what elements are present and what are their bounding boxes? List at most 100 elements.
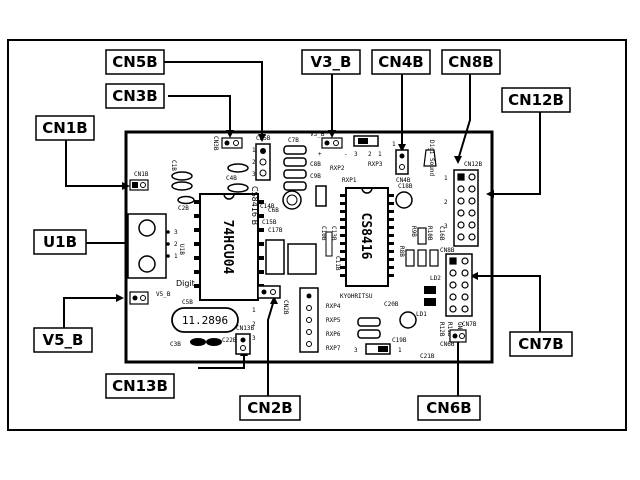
c21b-silk: C21B <box>420 353 435 360</box>
c22b-silk: C22B <box>222 337 237 344</box>
callout-cn12b-text: CN12B <box>508 91 564 109</box>
callout-cn13b: CN13B <box>105 373 175 399</box>
brand-side-label: CS8416 B <box>250 186 259 225</box>
gnd-silk: GND <box>456 322 463 333</box>
cn12b-pin2: 2 <box>444 199 448 206</box>
cap-c18b: C18B <box>395 183 413 209</box>
callout-cn6b: CN6B <box>417 395 481 421</box>
r12b-silk: R12B <box>438 322 445 337</box>
resistor-column: R8B R9B R10B C16B LD2 LD1 R12B R11B GND <box>398 226 463 337</box>
arrow-cn12b <box>486 190 494 198</box>
leader-cn7b <box>476 275 541 332</box>
callout-cn12b: CN12B <box>501 87 571 113</box>
leader-cn2b <box>267 299 275 396</box>
cn13b-silk: CN13B <box>236 325 254 332</box>
resistor-c10b <box>315 185 327 207</box>
cn7b-pins <box>449 257 469 313</box>
outer-frame <box>7 39 627 431</box>
caps-c7-c9: C7B C8B C9B <box>283 137 321 191</box>
speaker-icon: Digi Sound <box>423 140 437 177</box>
leader-v5b <box>63 297 120 330</box>
r10b-silk: R10B <box>426 226 433 241</box>
leader-cn12b <box>492 112 541 195</box>
u1b-pin2: 2 <box>174 241 178 248</box>
callout-cn3b: CN3B <box>105 83 165 109</box>
callout-cn3b-text: CN3B <box>112 87 157 105</box>
c18b-silk: C18B <box>398 183 413 190</box>
rxp-strip: RXP4 RXP5 RXP6 RXP7 <box>299 287 341 353</box>
arrow-cn5b <box>258 134 266 142</box>
crystal-label: 11.2896 <box>182 314 228 327</box>
cn4b-header: CN4B 1 <box>392 141 411 184</box>
digit-label: Digit <box>176 279 195 288</box>
v3b-minus: - <box>344 151 348 158</box>
caps-bottom-left: C3B C5B <box>170 299 222 348</box>
ld2-silk: LD2 <box>430 275 441 282</box>
rxp3-silk: RXP3 <box>368 161 383 168</box>
rxp7-silk: RXP7 <box>326 345 341 352</box>
callout-cn5b: CN5B <box>105 49 165 75</box>
digi-sound-label: Digi Sound <box>428 140 435 177</box>
cn12b-pin1: 1 <box>444 175 448 182</box>
callout-u1b: U1B <box>33 229 87 255</box>
c8b-silk: C8B <box>310 161 321 168</box>
rxp4-silk: RXP4 <box>326 303 341 310</box>
caps-left-group: C1B C2B C4B <box>170 160 249 212</box>
cn5b-silk: CN5B <box>256 135 271 142</box>
arrow-v5b <box>116 294 124 302</box>
crystal: 11.2896 <box>171 307 239 333</box>
callout-cn2b: CN2B <box>239 395 301 421</box>
rxp-jump-3: 3 <box>354 151 358 158</box>
c13b-silk: C13B <box>330 226 337 241</box>
cn5b-pin3: 3 <box>252 171 256 178</box>
c9b-silk: C9B <box>310 173 321 180</box>
arrow-cn8b <box>454 156 462 164</box>
ic1-label: 74HCU04 <box>220 220 235 275</box>
c2b-silk: C2B <box>178 205 189 212</box>
cap-c17b: C17B C15B C14B C10B C13B <box>260 203 337 275</box>
misc-center-parts: C11B C22B <box>222 231 341 344</box>
callout-v3b-text: V3_B <box>311 53 352 71</box>
c20b-silk: C20B <box>384 301 399 308</box>
cn4b-pin1: 1 <box>392 141 396 148</box>
cn12b-pins <box>457 173 476 241</box>
c16b-silk: C16B <box>438 226 445 241</box>
v5b-header: V5_B <box>129 291 171 305</box>
rxp-jumper: 3 2 1 RXP3 RXP2 RXP1 <box>330 135 383 184</box>
caps-center-bottom: C20B C19B 3 1 C21B <box>354 301 435 360</box>
arrow-v3b <box>328 130 336 138</box>
cn2b-silk: CN2B <box>282 300 289 315</box>
arrow-cn2b <box>270 296 278 304</box>
callout-cn8b-text: CN8B <box>448 53 493 71</box>
rxp-jump-2: 2 <box>368 151 372 158</box>
cn4b-silk: CN4B <box>396 177 411 184</box>
c3b-silk: C3B <box>170 341 181 348</box>
c11b-silk: C11B <box>334 256 341 271</box>
cn2b-pin1: 1 <box>252 307 256 314</box>
cn2b-header: 1 2 3 CN2B <box>252 285 289 342</box>
callout-v5b: V5_B <box>33 327 93 353</box>
cn1b-header: CN1B <box>129 171 149 191</box>
v3b-header: + - V3_B <box>310 131 348 158</box>
c5b-silk: C5B <box>182 299 193 306</box>
cn3b-silk: CN3B <box>212 136 219 151</box>
rxp6-silk: RXP6 <box>326 331 341 338</box>
callout-cn5b-text: CN5B <box>112 53 157 71</box>
rxp7-jump-1: 1 <box>398 347 402 354</box>
callout-cn7b: CN7B <box>509 331 573 357</box>
callout-cn8b: CN8B <box>441 49 501 75</box>
arrow-cn3b <box>226 130 234 138</box>
cn8b-silk: CN8B <box>440 247 455 254</box>
c1b-silk: C1B <box>170 160 177 171</box>
leader-cn13b <box>198 352 245 369</box>
c15b-silk: C15B <box>262 219 277 226</box>
callout-v3b: V3_B <box>301 49 361 75</box>
c6b-silk: C6B <box>268 207 279 214</box>
rxp-jump-1: 1 <box>378 151 382 158</box>
maker-label: KYOHRITSU <box>340 293 373 300</box>
c14b-silk: C14B <box>260 203 275 210</box>
u1b-receiver: 3 2 1 U1B Digit <box>127 213 195 288</box>
callout-cn1b: CN1B <box>35 115 95 141</box>
v3b-plus: + <box>318 151 322 158</box>
u1b-pin3: 3 <box>174 229 178 236</box>
